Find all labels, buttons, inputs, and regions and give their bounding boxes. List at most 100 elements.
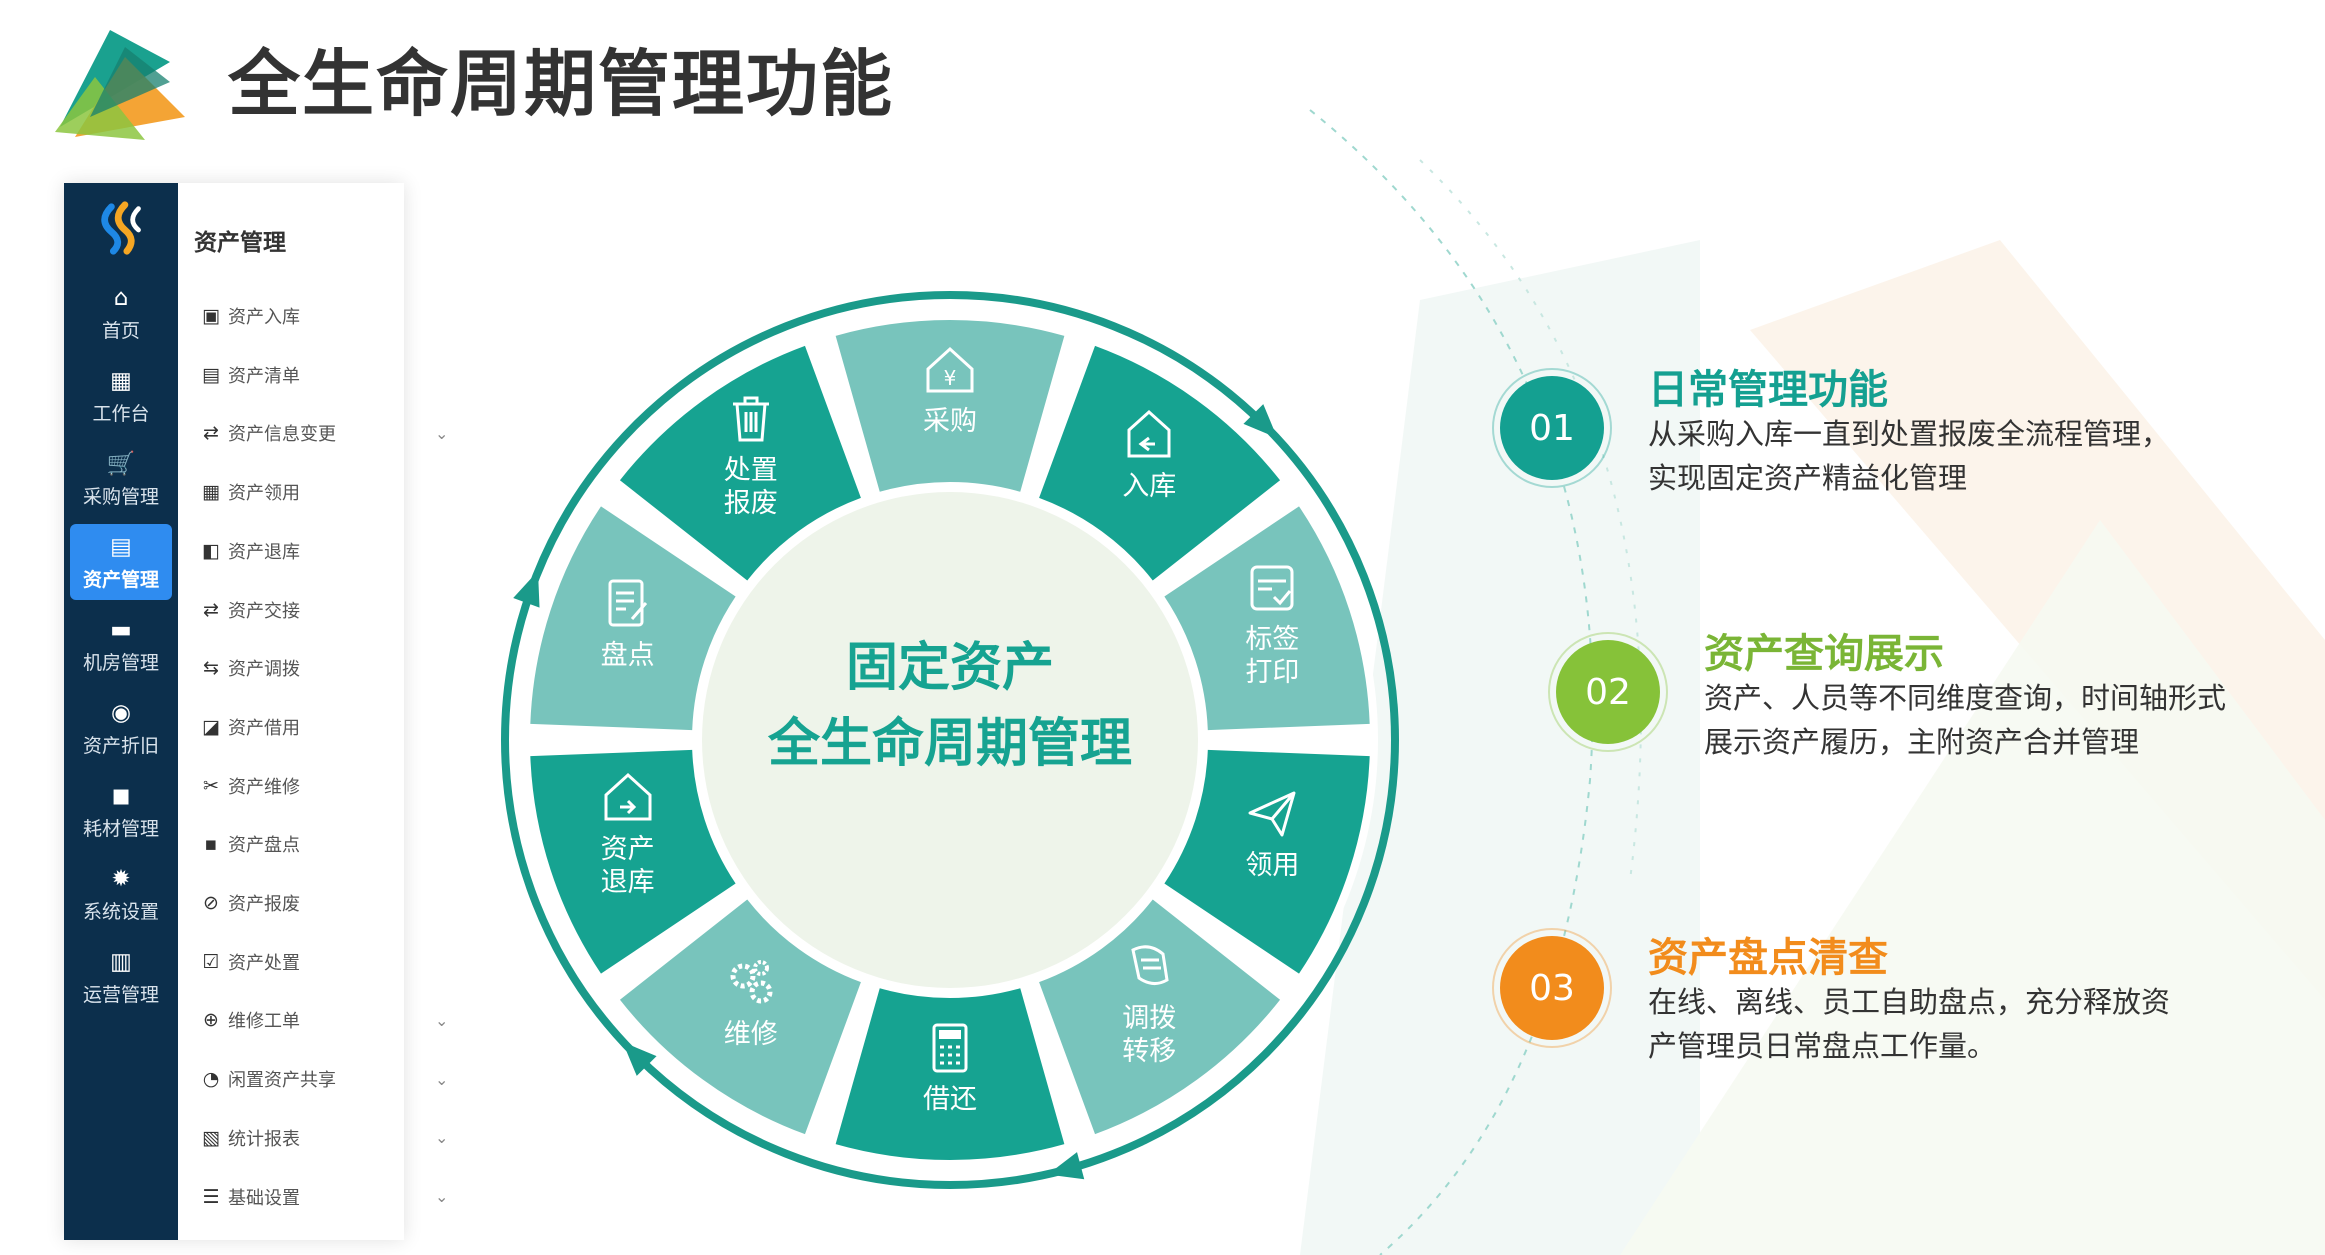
rail-item-label: 采购管理 — [82, 485, 159, 508]
submenu-item-label: 资产领用 — [228, 483, 300, 505]
submenu-item-2[interactable]: ▤资产清单 — [200, 360, 300, 390]
brand-logo — [55, 30, 185, 140]
main-nav-rail: ⌂首页▦工作台🛒采购管理▤资产管理▬机房管理◉资产折旧 ◼ 耗材管理 ✹ 系统设置 ▥运营… — [64, 183, 178, 1240]
submenu-item-label: 资产交接 — [228, 600, 300, 622]
segment-5[interactable] — [1039, 899, 1281, 1135]
segment-1[interactable] — [835, 320, 1065, 492]
submenu-item-label: 资产清单 — [228, 365, 300, 387]
segment-7[interactable] — [619, 899, 861, 1135]
chevron-down-icon[interactable]: ⌄ — [435, 1187, 449, 1206]
scrap-icon: ⊘ — [203, 892, 219, 914]
rail-item-1[interactable]: ⌂首页 — [70, 275, 172, 351]
trash-icon — [721, 388, 781, 448]
rail-item-2[interactable]: ▦工作台 — [70, 358, 172, 434]
rail-item-label: 资产折旧 — [82, 734, 159, 757]
submenu-title: 资产管理 — [194, 230, 286, 256]
feature-description: 从采购入库一直到处置报废全流程管理，实现固定资产精益化管理 — [1648, 417, 2171, 495]
segment-label: 调拨 转移 — [1122, 1003, 1177, 1068]
gear-icon: ✹ — [111, 865, 131, 892]
rail-item-label: 机房管理 — [82, 651, 159, 674]
segment-label: 采购 — [923, 406, 977, 437]
submenu-item-16[interactable]: ☰基础设置⌄ — [200, 1182, 448, 1212]
chevron-down-icon[interactable]: ⌄ — [435, 1010, 449, 1030]
stock-in-icon — [1119, 404, 1179, 464]
feature-description: 在线、离线、员工自助盘点，充分释放资产管理员日常盘点工作量。 — [1648, 985, 2171, 1063]
transfer-scroll-icon — [1119, 936, 1179, 996]
submenu-item-5[interactable]: ◧ 资产退库 — [200, 536, 300, 566]
segment-label: 维修 — [723, 1019, 778, 1051]
feature-description: 资产、人员等不同维度查询，时间轴形式展示资产履历，主附资产合并管理 — [1704, 681, 2227, 759]
gears-icon — [721, 952, 781, 1012]
submenu-item-10[interactable]: ▪资产盘点 — [200, 829, 300, 859]
submenu-item-label: 统计报表 — [228, 1128, 300, 1150]
segment-label: 盘点 — [600, 640, 655, 672]
center-title-line1: 固定资产 — [845, 638, 1054, 698]
segment-4[interactable] — [1164, 749, 1370, 974]
segment-10[interactable] — [619, 345, 861, 581]
submenu-item-label: 闲置资产共享 — [228, 1070, 336, 1092]
submenu-item-label: 资产报废 — [228, 894, 300, 915]
segment-2[interactable] — [1039, 345, 1281, 581]
chevron-down-icon[interactable]: ⌄ — [435, 423, 449, 443]
submenu-item-label: 资产调拨 — [228, 659, 300, 681]
submenu-item-3[interactable]: ⇄ 资产信息变更 ⌄ — [200, 418, 448, 448]
segment-label: 处置 报废 — [723, 454, 778, 519]
submenu-item-label: 资产入库 — [228, 307, 300, 328]
box-icon: ◼ — [111, 782, 131, 809]
handover-icon: ⇄ — [203, 598, 219, 621]
submenu-item-14[interactable]: ◔ 闲置资产共享 ⌄ — [200, 1064, 449, 1094]
segment-label: 借还 — [923, 1084, 977, 1115]
feature-number-badge: 01 — [1492, 368, 1612, 488]
segment-6[interactable] — [835, 988, 1065, 1160]
transfer-icon: ⇆ — [203, 657, 219, 680]
submenu-item-12[interactable]: ☑ 资产处置 — [200, 947, 300, 977]
segment-8[interactable] — [530, 749, 736, 974]
center-disc — [702, 492, 1198, 988]
submenu-item-label: 资产退库 — [228, 541, 300, 563]
rail-item-label: 耗材管理 — [82, 817, 159, 840]
outer-ring — [501, 291, 1399, 1189]
submenu-item-7[interactable]: ⇆ 资产调拨 — [200, 653, 300, 683]
feature-number-badge: 03 — [1492, 928, 1612, 1048]
submenu-item-9[interactable]: ✂资产维修 — [200, 771, 300, 801]
app-screenshot: ⌂首页▦工作台🛒采购管理▤资产管理▬机房管理◉资产折旧 ◼ 耗材管理 ✹ 系统设置 ▥运营… — [64, 183, 449, 1240]
submenu-item-label: 资产处置 — [228, 952, 300, 974]
segment-3[interactable] — [1164, 506, 1370, 731]
rail-item-9[interactable]: ▥运营管理 — [70, 939, 172, 1015]
segment-label: 资产 退库 — [600, 833, 655, 898]
rail-item-8[interactable]: ✹ 系统设置 — [70, 856, 172, 932]
swap-icon: ⇄ — [203, 422, 219, 445]
submenu-item-1[interactable]: ▣ 资产入库 — [200, 301, 300, 331]
submenu-item-4[interactable]: ▦资产领用 — [200, 477, 300, 507]
submenu-item-13[interactable]: ⊕维修工单⌄ — [200, 1005, 448, 1035]
app-logo-icon — [101, 201, 141, 255]
share-icon: ◔ — [202, 1068, 220, 1091]
rail-item-4[interactable]: ▤资产管理 — [70, 524, 172, 600]
center-title: 固定资产 全生命周期管理 — [700, 630, 1200, 782]
dispose-icon: ☑ — [202, 950, 220, 973]
work-order-icon: ⊕ — [203, 1009, 219, 1032]
send-icon — [1242, 783, 1302, 843]
rail-item-6[interactable]: ◉资产折旧 — [70, 690, 172, 766]
rail-item-5[interactable]: ▬机房管理 — [70, 607, 172, 683]
checklist-icon — [598, 573, 658, 633]
page-title: 全生命周期管理功能 — [228, 42, 895, 126]
submenu-item-15[interactable]: ▧ 统计报表 ⌄ — [200, 1123, 448, 1153]
inbox-icon: ▣ — [202, 305, 220, 327]
chevron-down-icon[interactable]: ⌄ — [435, 1128, 449, 1148]
report-icon: ▧ — [202, 1126, 220, 1149]
lifecycle-ring — [501, 291, 1399, 1189]
chevron-down-icon[interactable]: ⌄ — [435, 1069, 449, 1089]
return-icon: ◧ — [202, 539, 220, 562]
submenu-item-label: 资产信息变更 — [228, 424, 336, 446]
submenu-item-8[interactable]: ◪资产借用 — [200, 712, 300, 742]
submenu-item-6[interactable]: ⇄ 资产交接 — [200, 595, 300, 625]
rail-item-3[interactable]: 🛒采购管理 — [70, 441, 172, 517]
rail-item-label: 系统设置 — [82, 900, 159, 923]
submenu-item-label: 资产借用 — [228, 717, 300, 739]
ring-arrow-icon — [622, 1041, 657, 1076]
feature-number: 01 — [1529, 407, 1575, 449]
submenu-item-11[interactable]: ⊘ 资产报废 — [200, 888, 300, 918]
rail-item-7[interactable]: ◼ 耗材管理 — [70, 773, 172, 849]
